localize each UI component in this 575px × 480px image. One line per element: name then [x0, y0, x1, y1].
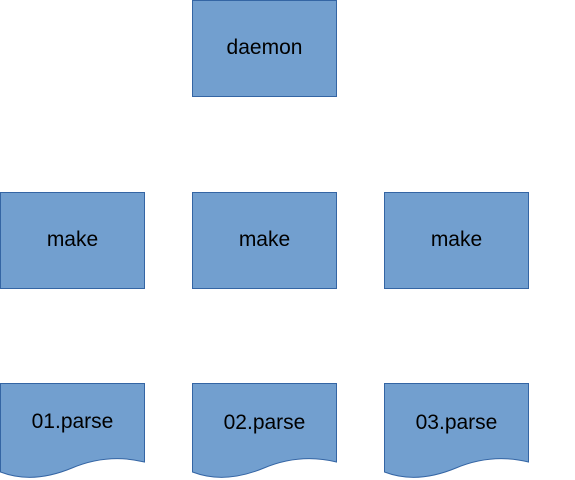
node-daemon-label: daemon [227, 36, 303, 59]
node-document-03-label: 03.parse [416, 411, 498, 434]
node-document-01-label: 01.parse [32, 410, 114, 433]
node-document-01[interactable]: 01.parse [0, 383, 145, 478]
node-make-1-label: make [47, 228, 98, 251]
node-document-01-shape [0, 383, 145, 478]
node-document-02-shape [192, 383, 337, 478]
node-make-3-label: make [431, 228, 482, 251]
node-make-2-box [192, 192, 337, 289]
node-make-2-label: make [239, 228, 290, 251]
node-make-1[interactable]: make [0, 192, 145, 289]
node-make-1-box [0, 192, 145, 289]
node-daemon-box [192, 0, 337, 97]
node-document-03[interactable]: 03.parse [384, 383, 529, 478]
node-document-02-label: 02.parse [224, 411, 306, 434]
node-document-02[interactable]: 02.parse [192, 383, 337, 478]
node-document-03-shape [384, 383, 529, 478]
node-make-3[interactable]: make [384, 192, 529, 289]
node-make-2[interactable]: make [192, 192, 337, 289]
node-make-3-box [384, 192, 529, 289]
node-daemon[interactable]: daemon [192, 0, 337, 97]
